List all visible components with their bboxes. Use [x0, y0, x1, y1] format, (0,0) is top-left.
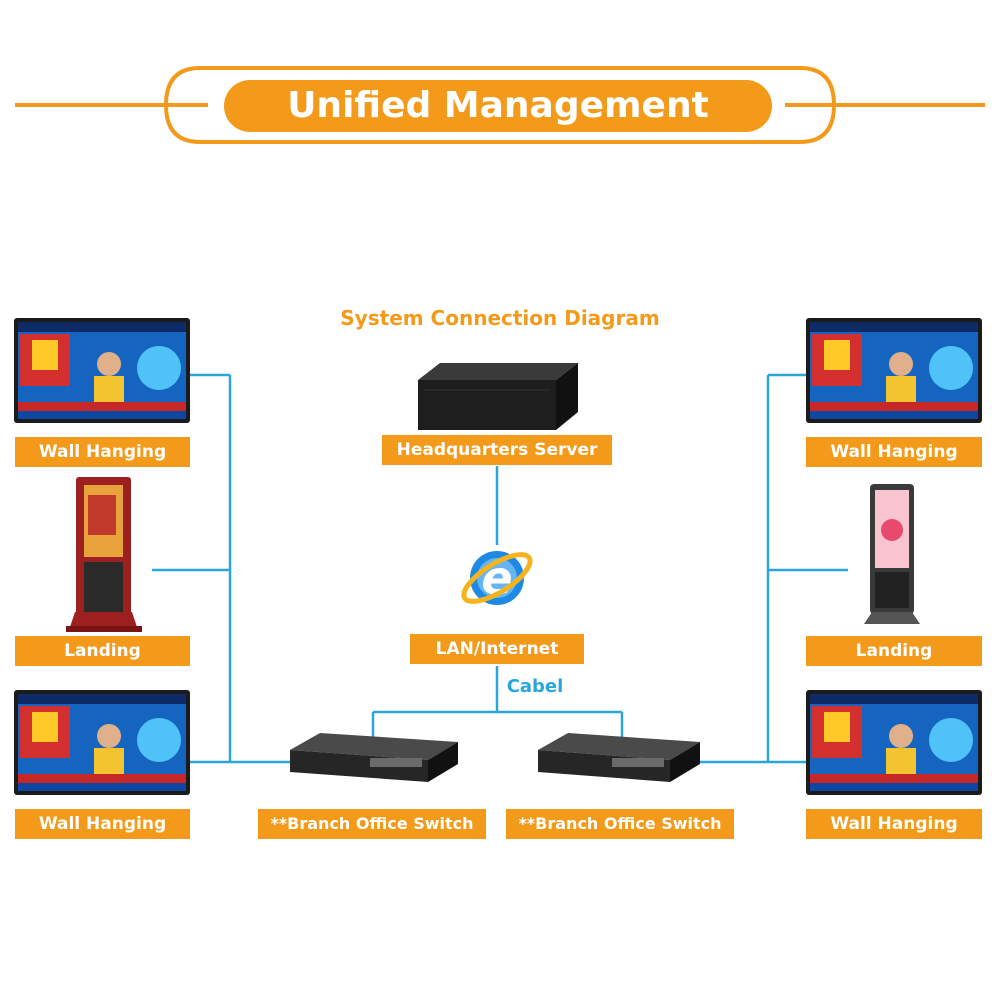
label-right-top-wall-hanging: Wall Hanging — [806, 437, 982, 467]
label-left-bottom-wall-hanging: Wall Hanging — [15, 809, 190, 839]
landing-kiosk-left — [66, 477, 142, 632]
label-left-top-wall-hanging: Wall Hanging — [15, 437, 190, 467]
diagram-subtitle: System Connection Diagram — [340, 306, 660, 330]
label-right-landing: Landing — [806, 636, 982, 666]
wall-hanging-screen-left-bottom — [14, 690, 190, 795]
server-icon — [418, 363, 578, 430]
header-decoration — [15, 66, 985, 144]
label-left-landing: Landing — [15, 636, 190, 666]
label-branch-switch-left: **Branch Office Switch — [258, 809, 486, 839]
label-cable: Cabel — [506, 676, 564, 697]
label-lan-internet: LAN/Internet — [410, 634, 584, 664]
connection-lines — [152, 373, 848, 764]
network-switch-left-icon — [290, 733, 458, 782]
label-branch-switch-right: **Branch Office Switch — [506, 809, 734, 839]
network-switch-right-icon — [538, 733, 700, 782]
internet-icon: e — [461, 551, 533, 605]
wall-hanging-screen-right-bottom — [806, 690, 982, 795]
label-headquarters-server: Headquarters Server — [382, 435, 612, 465]
wall-hanging-screen-right-top — [806, 318, 982, 423]
landing-kiosk-right — [864, 484, 920, 624]
page-title: Unified Management — [224, 80, 772, 132]
wall-hanging-screen-left-top — [14, 318, 190, 423]
label-right-bottom-wall-hanging: Wall Hanging — [806, 809, 982, 839]
